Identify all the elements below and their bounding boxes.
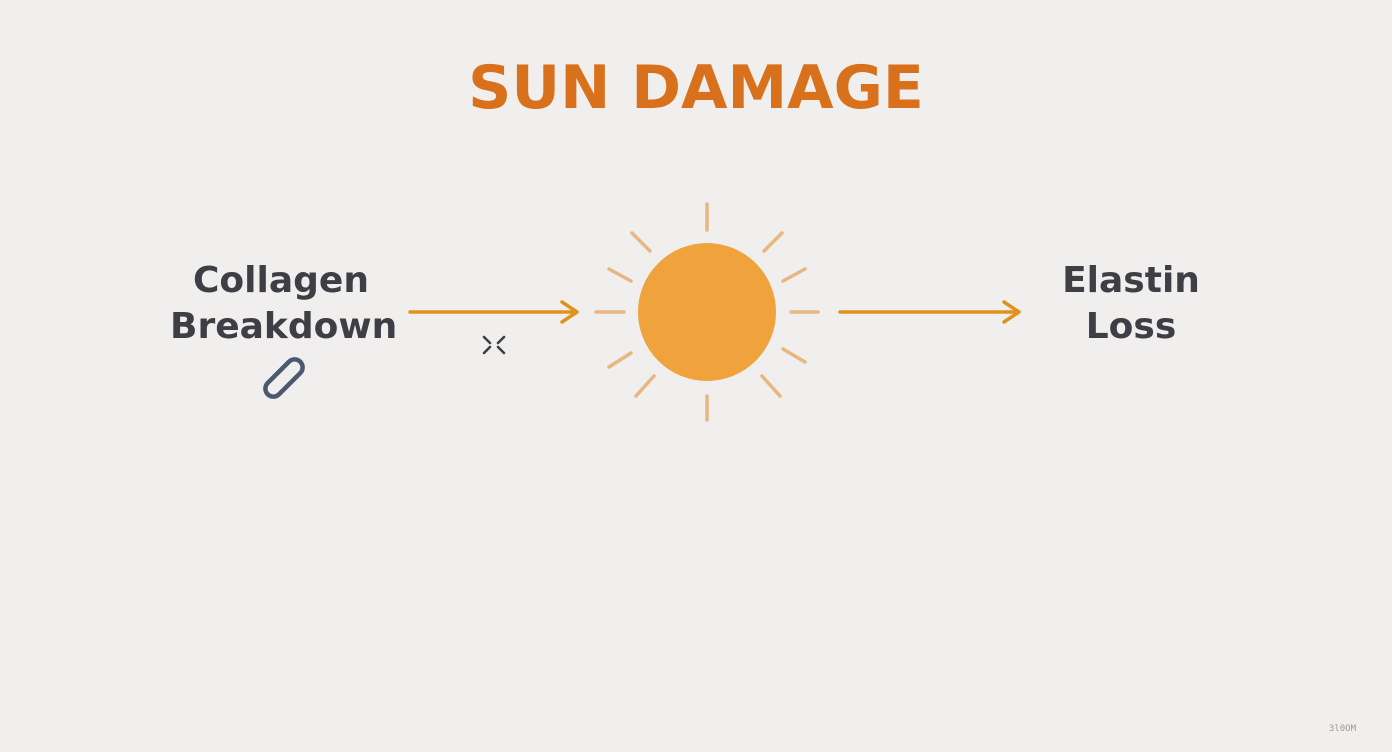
sun-ray	[781, 347, 807, 364]
elastin-loss-label: Elastin Loss	[1040, 258, 1222, 350]
broken-fibers-icon	[482, 335, 506, 355]
right-arrow	[838, 300, 1021, 324]
sun-ray	[762, 231, 784, 253]
label-line: Elastin	[1062, 260, 1200, 301]
sun-rays	[594, 202, 820, 422]
sun-ray	[607, 351, 633, 369]
label-line: Collagen	[193, 260, 369, 301]
sun-ray	[634, 374, 656, 398]
sun-ray	[760, 374, 782, 398]
watermark: 3l0OM	[1328, 724, 1356, 734]
label-line: Breakdown	[170, 306, 398, 347]
chain-link-icon	[263, 357, 305, 399]
sun-ray	[607, 267, 633, 283]
label-line: Loss	[1085, 306, 1177, 347]
diagram-title: SUN DAMAGE	[468, 53, 924, 123]
sun-ray	[630, 231, 652, 253]
left-arrow	[408, 300, 579, 324]
sun-icon	[638, 243, 776, 381]
sun-ray	[781, 267, 807, 283]
collagen-breakdown-label: Collagen Breakdown	[170, 258, 398, 350]
